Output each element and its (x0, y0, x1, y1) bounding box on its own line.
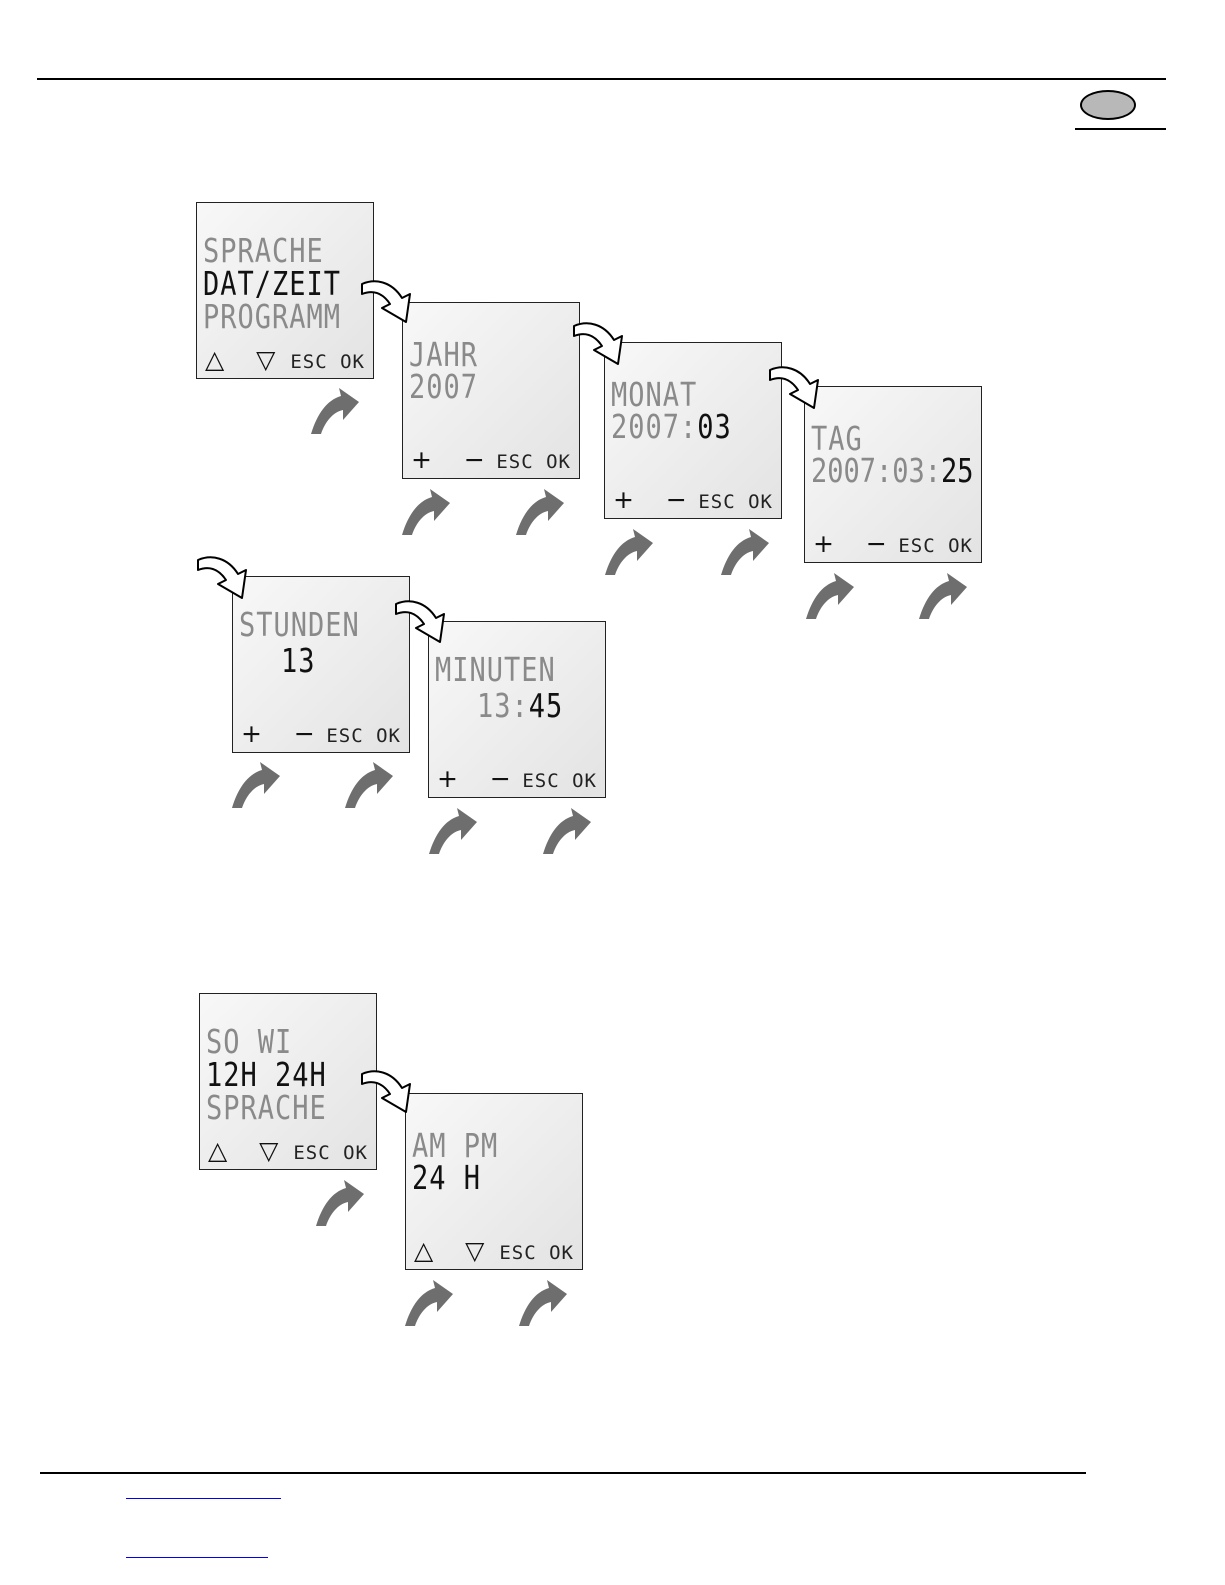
press-arrow-icon (311, 388, 359, 434)
press-arrow-icon (721, 529, 769, 575)
press-arrow-icon (345, 762, 393, 808)
press-arrow-icon (519, 1280, 567, 1326)
press-arrow-icon (919, 573, 967, 619)
press-arrow-icon (806, 573, 854, 619)
flow-arrow-icon (770, 367, 818, 408)
flow-arrow-icon (362, 1071, 410, 1112)
flow-arrows (198, 281, 818, 1112)
flow-arrow-icon (574, 323, 622, 364)
press-arrow-icon (429, 808, 477, 854)
press-arrows (232, 388, 967, 1326)
press-arrow-icon (543, 808, 591, 854)
flow-arrow-icon (362, 281, 410, 322)
flow-arrow-icon (396, 601, 444, 642)
press-arrow-icon (402, 489, 450, 535)
flow-arrow-icon (198, 557, 246, 598)
press-arrow-icon (516, 489, 564, 535)
press-arrow-icon (232, 762, 280, 808)
press-arrow-icon (605, 529, 653, 575)
press-arrow-icon (405, 1280, 453, 1326)
press-arrow-icon (316, 1180, 364, 1226)
